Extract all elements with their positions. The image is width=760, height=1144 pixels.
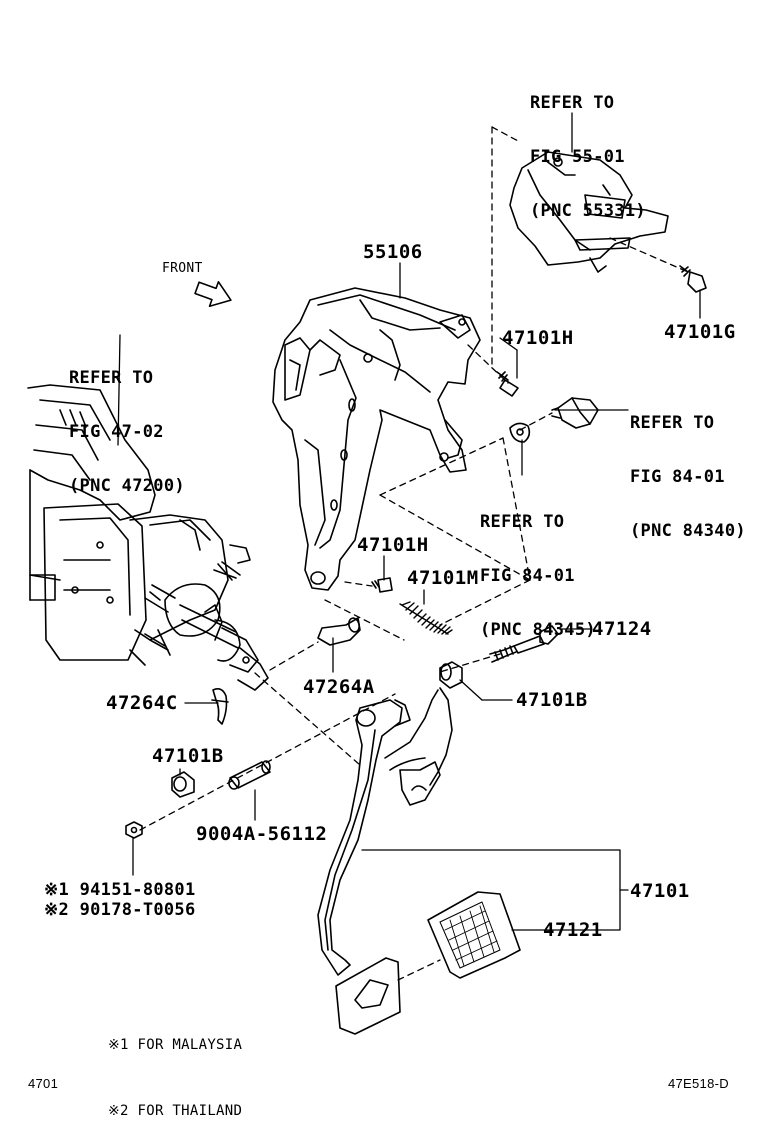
bolt-47124 (489, 625, 559, 663)
part-label-47101h-top: 47101H (502, 327, 574, 349)
part-label-47121: 47121 (543, 919, 603, 941)
bolt-47101g (679, 265, 707, 293)
ref-fig-84-01-84345: REFER TO FIG 84-01 (PNC 84345) (480, 477, 596, 657)
bolt-47101h-top (496, 371, 519, 397)
ref-line: REFER TO (480, 512, 565, 532)
ref-line: (PNC 84345) (480, 620, 596, 640)
bolt-47101h-mid (371, 577, 393, 593)
ref-fig-47-02: REFER TO FIG 47-02 (PNC 47200) (69, 333, 185, 513)
part-label-nut-thailand: ※2 90178-T0056 (44, 900, 196, 920)
part-label-47101b-right: 47101B (516, 689, 588, 711)
ref-line: (PNC 47200) (69, 476, 185, 496)
clip-84345 (509, 422, 531, 443)
footer-illustration-code: 47E518-D (668, 1076, 729, 1091)
ref-line: FIG 84-01 (480, 566, 575, 586)
ref-line: (PNC 55331) (530, 201, 646, 221)
footer-figure-number: 4701 (28, 1076, 59, 1091)
footnote: ※2 FOR THAILAND (108, 1103, 243, 1119)
return-spring-47101m (399, 601, 453, 635)
part-label-47101h-mid: 47101H (357, 534, 429, 556)
ref-fig-55-01: REFER TO FIG 55-01 (PNC 55331) (530, 58, 646, 238)
ref-line: FIG 47-02 (69, 422, 164, 442)
front-label: FRONT (162, 261, 203, 276)
ref-fig-84-01-84340: REFER TO FIG 84-01 (PNC 84340) (630, 378, 746, 558)
part-label-47101: 47101 (630, 880, 690, 902)
part-label-47101b-left: 47101B (152, 745, 224, 767)
part-label-9004a-56112: 9004A-56112 (196, 823, 328, 845)
stop-lamp-switch-84340 (551, 397, 599, 429)
ref-line: (PNC 84340) (630, 521, 746, 541)
nut-94151 (125, 821, 143, 839)
pin-47264a (317, 617, 361, 646)
footnotes: ※1 FOR MALAYSIA ※2 FOR THAILAND (108, 990, 242, 1144)
part-label-55106: 55106 (363, 241, 423, 263)
part-label-47101m: 47101M (407, 567, 479, 589)
part-label-47124: 47124 (592, 618, 652, 640)
pedal-pad-base (335, 957, 401, 1035)
part-label-47101g: 47101G (664, 321, 736, 343)
ref-line: REFER TO (530, 93, 615, 113)
footnote: ※1 FOR MALAYSIA (108, 1037, 243, 1053)
part-label-47264a: 47264A (303, 676, 375, 698)
ref-line: FIG 55-01 (530, 147, 625, 167)
part-label-47264c: 47264C (106, 692, 178, 714)
pedal-support-bracket (272, 287, 481, 591)
leader-lines (117, 112, 701, 931)
brake-pedal-assembly-diagram (27, 112, 707, 1035)
reinforcement-bracket (509, 151, 669, 273)
part-label-nut-malaysia: ※1 94151-80801 (44, 880, 196, 900)
front-direction-arrow (194, 280, 232, 308)
clip-47264c (211, 688, 229, 725)
ref-line: REFER TO (69, 368, 154, 388)
collar-9004a-56112 (228, 760, 271, 790)
steering-column-assembly (27, 384, 269, 691)
bushing-47101b-left (171, 771, 195, 798)
ref-line: FIG 84-01 (630, 467, 725, 487)
ref-line: REFER TO (630, 413, 715, 433)
bushing-47101b-right (439, 661, 463, 689)
brake-pedal-lever (317, 687, 453, 976)
pedal-pad-47121 (427, 891, 521, 979)
